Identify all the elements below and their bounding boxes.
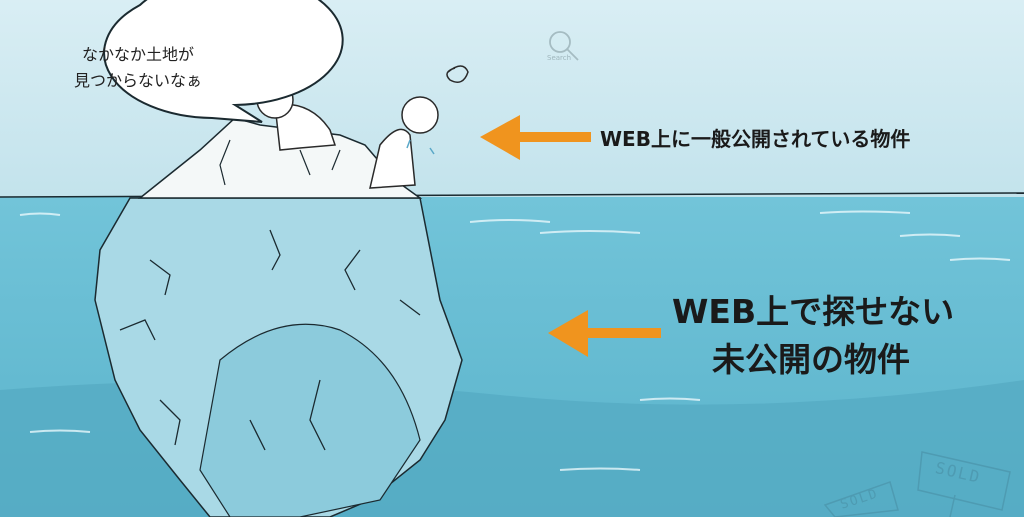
speech-line-1: なかなか土地が: [81, 45, 194, 64]
search-icon: [549, 31, 579, 61]
sold-signs: [823, 451, 1011, 517]
hidden-line-1: WEB上で探せない: [672, 292, 955, 331]
hidden-line-2: 未公開の物件: [712, 340, 910, 379]
speech-bubble: [103, 0, 344, 123]
hidden-listings-label: WEB上で探せない 未公開の物件: [672, 288, 954, 384]
speech-bubble-text: なかなか土地が 見つからないなぁ: [58, 42, 218, 94]
search-icon-label: Search: [547, 54, 572, 62]
worried-figure: [369, 65, 469, 189]
public-listings-label: WEB上に一般公開されている物件: [600, 127, 911, 151]
wave-marks: [19, 210, 1011, 471]
speech-line-2: 見つからないなぁ: [73, 71, 202, 90]
arrow-bottom: [548, 310, 661, 357]
arrow-top: [480, 115, 591, 160]
